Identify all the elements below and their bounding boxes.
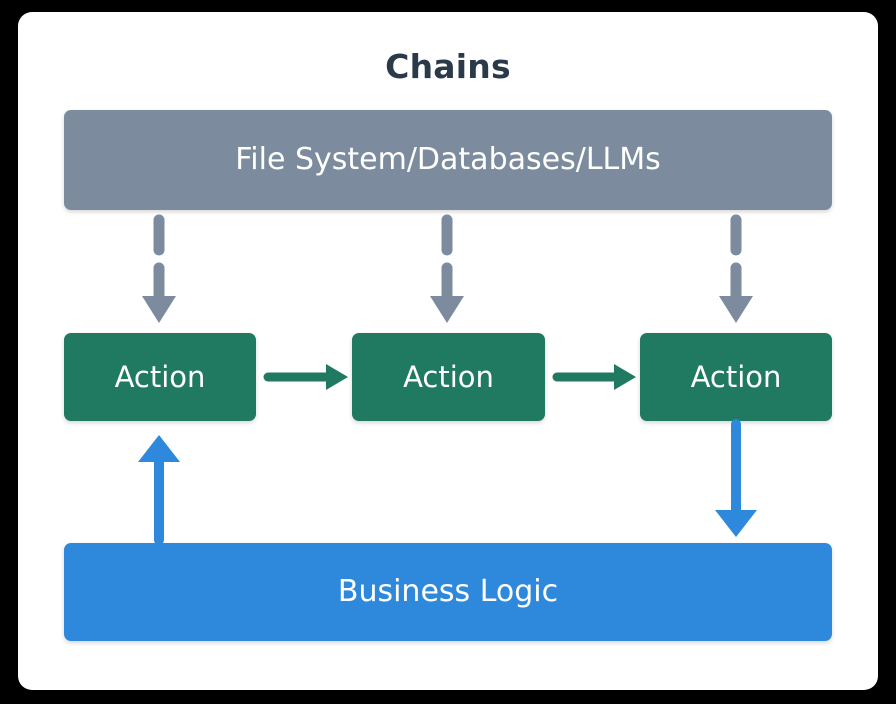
dashed-arrow-down-icon-3 bbox=[719, 214, 753, 323]
arrow-down-icon bbox=[715, 419, 757, 537]
node-business-logic-bar[interactable]: Business Logic bbox=[64, 543, 832, 641]
action-2-label: Action bbox=[403, 359, 494, 394]
node-resource-bar[interactable]: File System/Databases/LLMs bbox=[64, 110, 832, 210]
arrow-right-icon-2 bbox=[552, 364, 636, 390]
dashed-arrow-down-icon-1 bbox=[142, 214, 176, 323]
business-logic-label: Business Logic bbox=[337, 574, 559, 609]
arrow-right-icon-1 bbox=[263, 364, 348, 390]
action-3-label: Action bbox=[690, 359, 782, 394]
node-action-1[interactable]: Action bbox=[64, 333, 256, 421]
dashed-arrow-down-icon-2 bbox=[430, 214, 464, 323]
page-title: Chains bbox=[385, 47, 511, 86]
diagram-card: Chains File System/Databases/LLMs Action… bbox=[18, 12, 878, 690]
node-action-3[interactable]: Action bbox=[640, 333, 832, 421]
resource-bar-label: File System/Databases/LLMs bbox=[235, 142, 661, 177]
action-1-label: Action bbox=[114, 359, 206, 394]
node-action-2[interactable]: Action bbox=[352, 333, 545, 421]
arrow-up-icon bbox=[138, 435, 180, 545]
